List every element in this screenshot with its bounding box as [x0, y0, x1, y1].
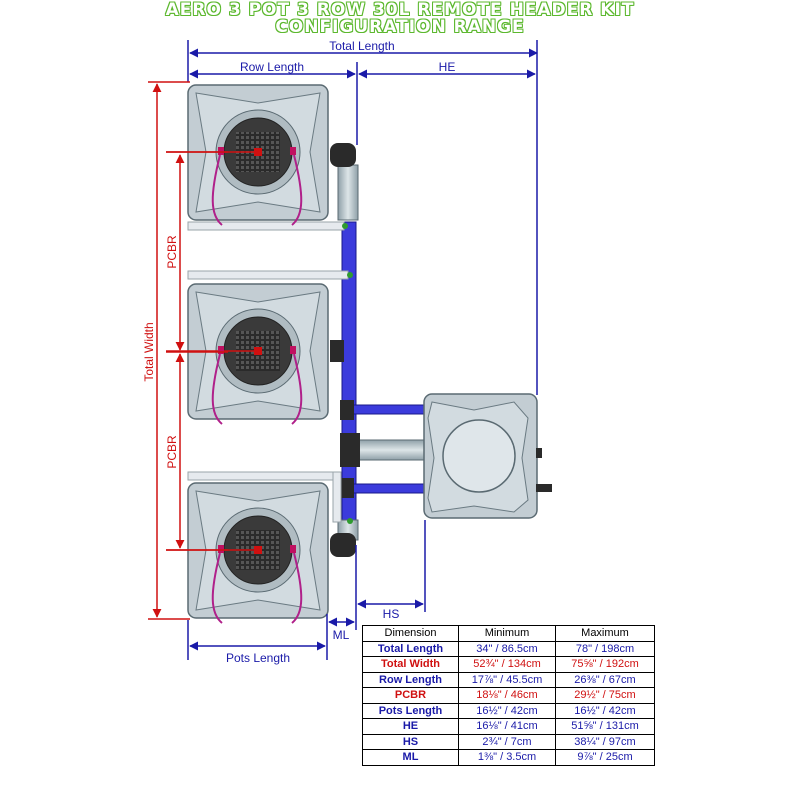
- tube-left: [211, 353, 223, 425]
- pcbr-upper-label: PCBR: [165, 235, 179, 269]
- elbow-fitting-bottom: [330, 533, 356, 557]
- row-minimum: 16⅛" / 41cm: [458, 718, 556, 735]
- header-dimension: Dimension: [362, 625, 459, 642]
- tank-lid: [442, 419, 516, 493]
- header-maximum: Maximum: [555, 625, 655, 642]
- pcbr-lower-label: PCBR: [165, 435, 179, 469]
- he-label: HE: [439, 60, 456, 74]
- row-maximum: 51⅝" / 131cm: [555, 718, 655, 735]
- row-maximum: 75⅝" / 192cm: [555, 656, 655, 673]
- row-minimum: 16½" / 42cm: [458, 702, 556, 719]
- tube-left: [211, 552, 223, 624]
- ml-label: ML: [333, 628, 350, 642]
- row-dimension: HS: [362, 733, 459, 750]
- row-dimension: ML: [362, 749, 459, 766]
- pots-length-label: Pots Length: [226, 651, 290, 665]
- title-line-1: AERO 3 POT 3 ROW 30L REMOTE HEADER KIT: [165, 0, 635, 20]
- row-dimension: HE: [362, 718, 459, 735]
- row-length-label: Row Length: [240, 60, 304, 74]
- row-maximum: 78" / 198cm: [555, 640, 655, 657]
- pot-3: [166, 482, 329, 624]
- green-connectors: [342, 223, 353, 524]
- row-dimension: Total Length: [362, 640, 459, 657]
- header-minimum: Minimum: [458, 625, 556, 642]
- pot-2: [166, 283, 329, 425]
- row-minimum: 17⅞" / 45.5cm: [458, 671, 556, 688]
- row-minimum: 18⅛" / 46cm: [458, 687, 556, 704]
- title-line-2: CONFIGURATION RANGE: [275, 17, 525, 37]
- row-maximum: 9⅞" / 25cm: [555, 749, 655, 766]
- return-pipe: [330, 143, 431, 557]
- tube-right: [291, 552, 303, 624]
- row-minimum: 52¾" / 134cm: [458, 656, 556, 673]
- total-length-label: Total Length: [329, 39, 394, 53]
- tube-right: [291, 154, 303, 226]
- total-width-label: Total Width: [142, 322, 156, 381]
- row-maximum: 38¼" / 97cm: [555, 733, 655, 750]
- row-maximum: 16½" / 42cm: [555, 702, 655, 719]
- row-dimension: Row Length: [362, 671, 459, 688]
- row-dimension: Pots Length: [362, 702, 459, 719]
- tube-left: [211, 154, 223, 226]
- row-minimum: 34" / 86.5cm: [458, 640, 556, 657]
- row-maximum: 26⅜" / 67cm: [555, 671, 655, 688]
- tube-right: [291, 353, 303, 425]
- title-block: AERO 3 POT 3 ROW 30L REMOTE HEADER KIT C…: [0, 2, 800, 36]
- header-tank: [423, 393, 552, 519]
- elbow-fitting-top: [330, 143, 356, 167]
- blue-manifold: [341, 221, 431, 528]
- pot-1: [166, 84, 329, 226]
- table-header-row: Dimension Minimum Maximum: [362, 625, 655, 642]
- hs-label: HS: [383, 607, 400, 621]
- dimension-lines: [148, 40, 538, 660]
- row-dimension: PCBR: [362, 687, 459, 704]
- row-maximum: 29½" / 75cm: [555, 687, 655, 704]
- row-minimum: 2¾" / 7cm: [458, 733, 556, 750]
- row-dimension: Total Width: [362, 656, 459, 673]
- row-minimum: 1⅜" / 3.5cm: [458, 749, 556, 766]
